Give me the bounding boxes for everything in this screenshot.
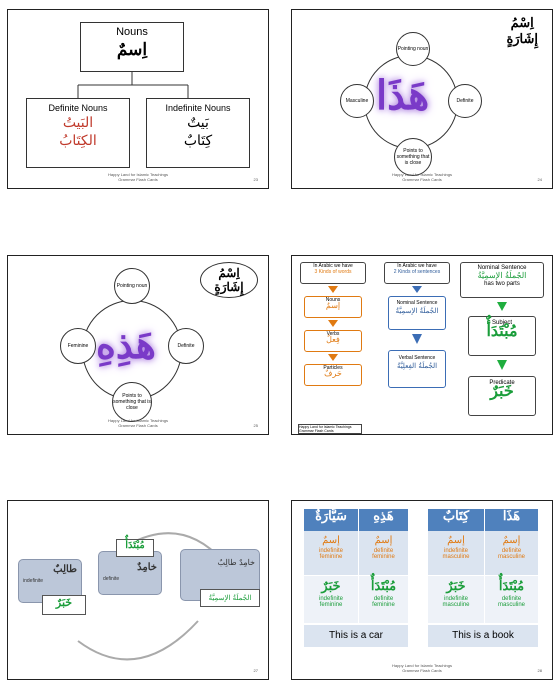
definite-word-1: البَيتُ xyxy=(62,115,94,131)
center-word: هَذِهِ xyxy=(96,322,156,367)
caption-car: This is a car xyxy=(304,625,408,647)
title-arabic: اِسْمُإِشَارَةٍ xyxy=(200,262,258,298)
table-cell: خَبَرٌ indefinite feminine xyxy=(304,575,358,623)
verbal-card: Verbal Sentence الجُملَةُ الفِعلِيَّةُ xyxy=(388,350,446,388)
slide-nouns[interactable]: Nouns اِسمٌ Definite Nouns البَيتُ الكِت… xyxy=(7,9,269,189)
small-note: Happy Land for Islamic Teachings Grammar… xyxy=(298,424,362,434)
card-2: خامِدٌ definite xyxy=(98,551,162,595)
page-number: 25 xyxy=(253,423,258,428)
page-number: 23 xyxy=(253,177,258,182)
nouns-box: Nouns اِسمٌ xyxy=(80,22,184,72)
header-cell: هَذِهِ xyxy=(358,509,408,531)
col2-header: In Arabic we have 2 Kinds of sentences xyxy=(384,262,450,284)
header-cell: هَذَا xyxy=(484,509,538,531)
slide-kinds[interactable]: In Arabic we have 3 Kinds of words Nouns… xyxy=(291,255,553,435)
page-number: 28 xyxy=(537,668,542,673)
table-cell: إسمٌ indefinite feminine xyxy=(304,531,358,575)
slide-hatha[interactable]: اِسْمُإِشَارَةٍ هَذَا Pointing noun Masc… xyxy=(291,9,553,189)
table-cell: إسمٌ indefinite masculine xyxy=(428,531,484,575)
title-arabic: اِسْمُإِشَارَةٍ xyxy=(506,16,538,47)
header-cell: سَيَّارَةٌ xyxy=(304,509,358,531)
arrow-down-icon xyxy=(412,286,422,293)
arrow-down-icon xyxy=(328,286,338,293)
nominal-card: Nominal Sentence الجُملَةُ الإسمِيَّةُ xyxy=(388,296,446,330)
page-number: 24 xyxy=(537,177,542,182)
circle-bottom: Points to something that is close xyxy=(394,138,432,176)
indefinite-box: Indefinite Nouns بَيتٌ كِتَابٌ xyxy=(146,98,250,168)
arrow-down-icon xyxy=(328,320,338,327)
slide-cards[interactable]: طالِبٌ indefinite خامِدٌ definite خامِدٌ… xyxy=(7,500,269,680)
caption-book: This is a book xyxy=(428,625,538,647)
tree-connector xyxy=(77,72,189,98)
circle-top: Pointing noun xyxy=(396,32,430,66)
circle-left: Masculine xyxy=(340,84,374,118)
circle-right: Definite xyxy=(168,328,204,364)
tag-khabar: خَبَرٌ xyxy=(42,595,86,615)
arrow-down-icon xyxy=(497,360,507,370)
tag-jumla: الجُملَةُ الإسمِيَّةُ xyxy=(200,589,260,607)
nouns-card: Nouns إسمٌ xyxy=(304,296,362,318)
page-number: 27 xyxy=(253,668,258,673)
slide-table[interactable]: سَيَّارَةٌ هَذِهِ إسمٌ indefinite femini… xyxy=(291,500,553,680)
particles-card: Particles حَرفٌ xyxy=(304,364,362,386)
col3-header: Nominal Sentence الجُملَةُ الإسمِيَّةُ h… xyxy=(460,262,544,298)
indefinite-label: Indefinite Nouns xyxy=(165,103,231,113)
definite-box: Definite Nouns البَيتُ الكِتَابُ xyxy=(26,98,130,168)
table-cell: مُبْتَدَأٌ definite feminine xyxy=(358,575,408,623)
subject-card: Subject مُبْتَدَأٌ xyxy=(468,316,536,356)
table-cell: إسمٌ definite feminine xyxy=(358,531,408,575)
arrow-down-icon xyxy=(328,354,338,361)
col1-header: In Arabic we have 3 Kinds of words xyxy=(300,262,366,284)
circle-bottom: Points to something that is close xyxy=(112,382,152,422)
arrow-down-icon xyxy=(412,334,422,344)
indefinite-word-2: كِتَابٌ xyxy=(183,133,213,149)
slide-hathihi[interactable]: اِسْمُإِشَارَةٍ هَذِهِ Pointing noun Fem… xyxy=(7,255,269,435)
center-word: هَذَا xyxy=(376,72,430,119)
predicate-card: Predicate خَبَرٌ xyxy=(468,376,536,416)
tag-mubtada: مُبْتَدَأٌ xyxy=(116,539,154,557)
circle-top: Pointing noun xyxy=(114,268,150,304)
indefinite-word-1: بَيتٌ xyxy=(187,115,209,131)
table-cell: خَبَرٌ indefinite masculine xyxy=(428,575,484,623)
definite-label: Definite Nouns xyxy=(48,103,108,113)
nouns-arabic: اِسمٌ xyxy=(116,40,148,60)
verbs-card: Verbs فِعلٌ xyxy=(304,330,362,352)
definite-word-2: الكِتَابُ xyxy=(59,133,97,149)
nouns-label: Nouns xyxy=(116,26,148,38)
arrow-down-icon xyxy=(497,302,507,311)
header-cell: كِتَابٌ xyxy=(428,509,484,531)
table-cell: إسمٌ definite masculine xyxy=(484,531,538,575)
table-cell: مُبْتَدَأٌ definite masculine xyxy=(484,575,538,623)
center-circle xyxy=(364,55,458,149)
circle-right: Definite xyxy=(448,84,482,118)
circle-left: Feminine xyxy=(60,328,96,364)
